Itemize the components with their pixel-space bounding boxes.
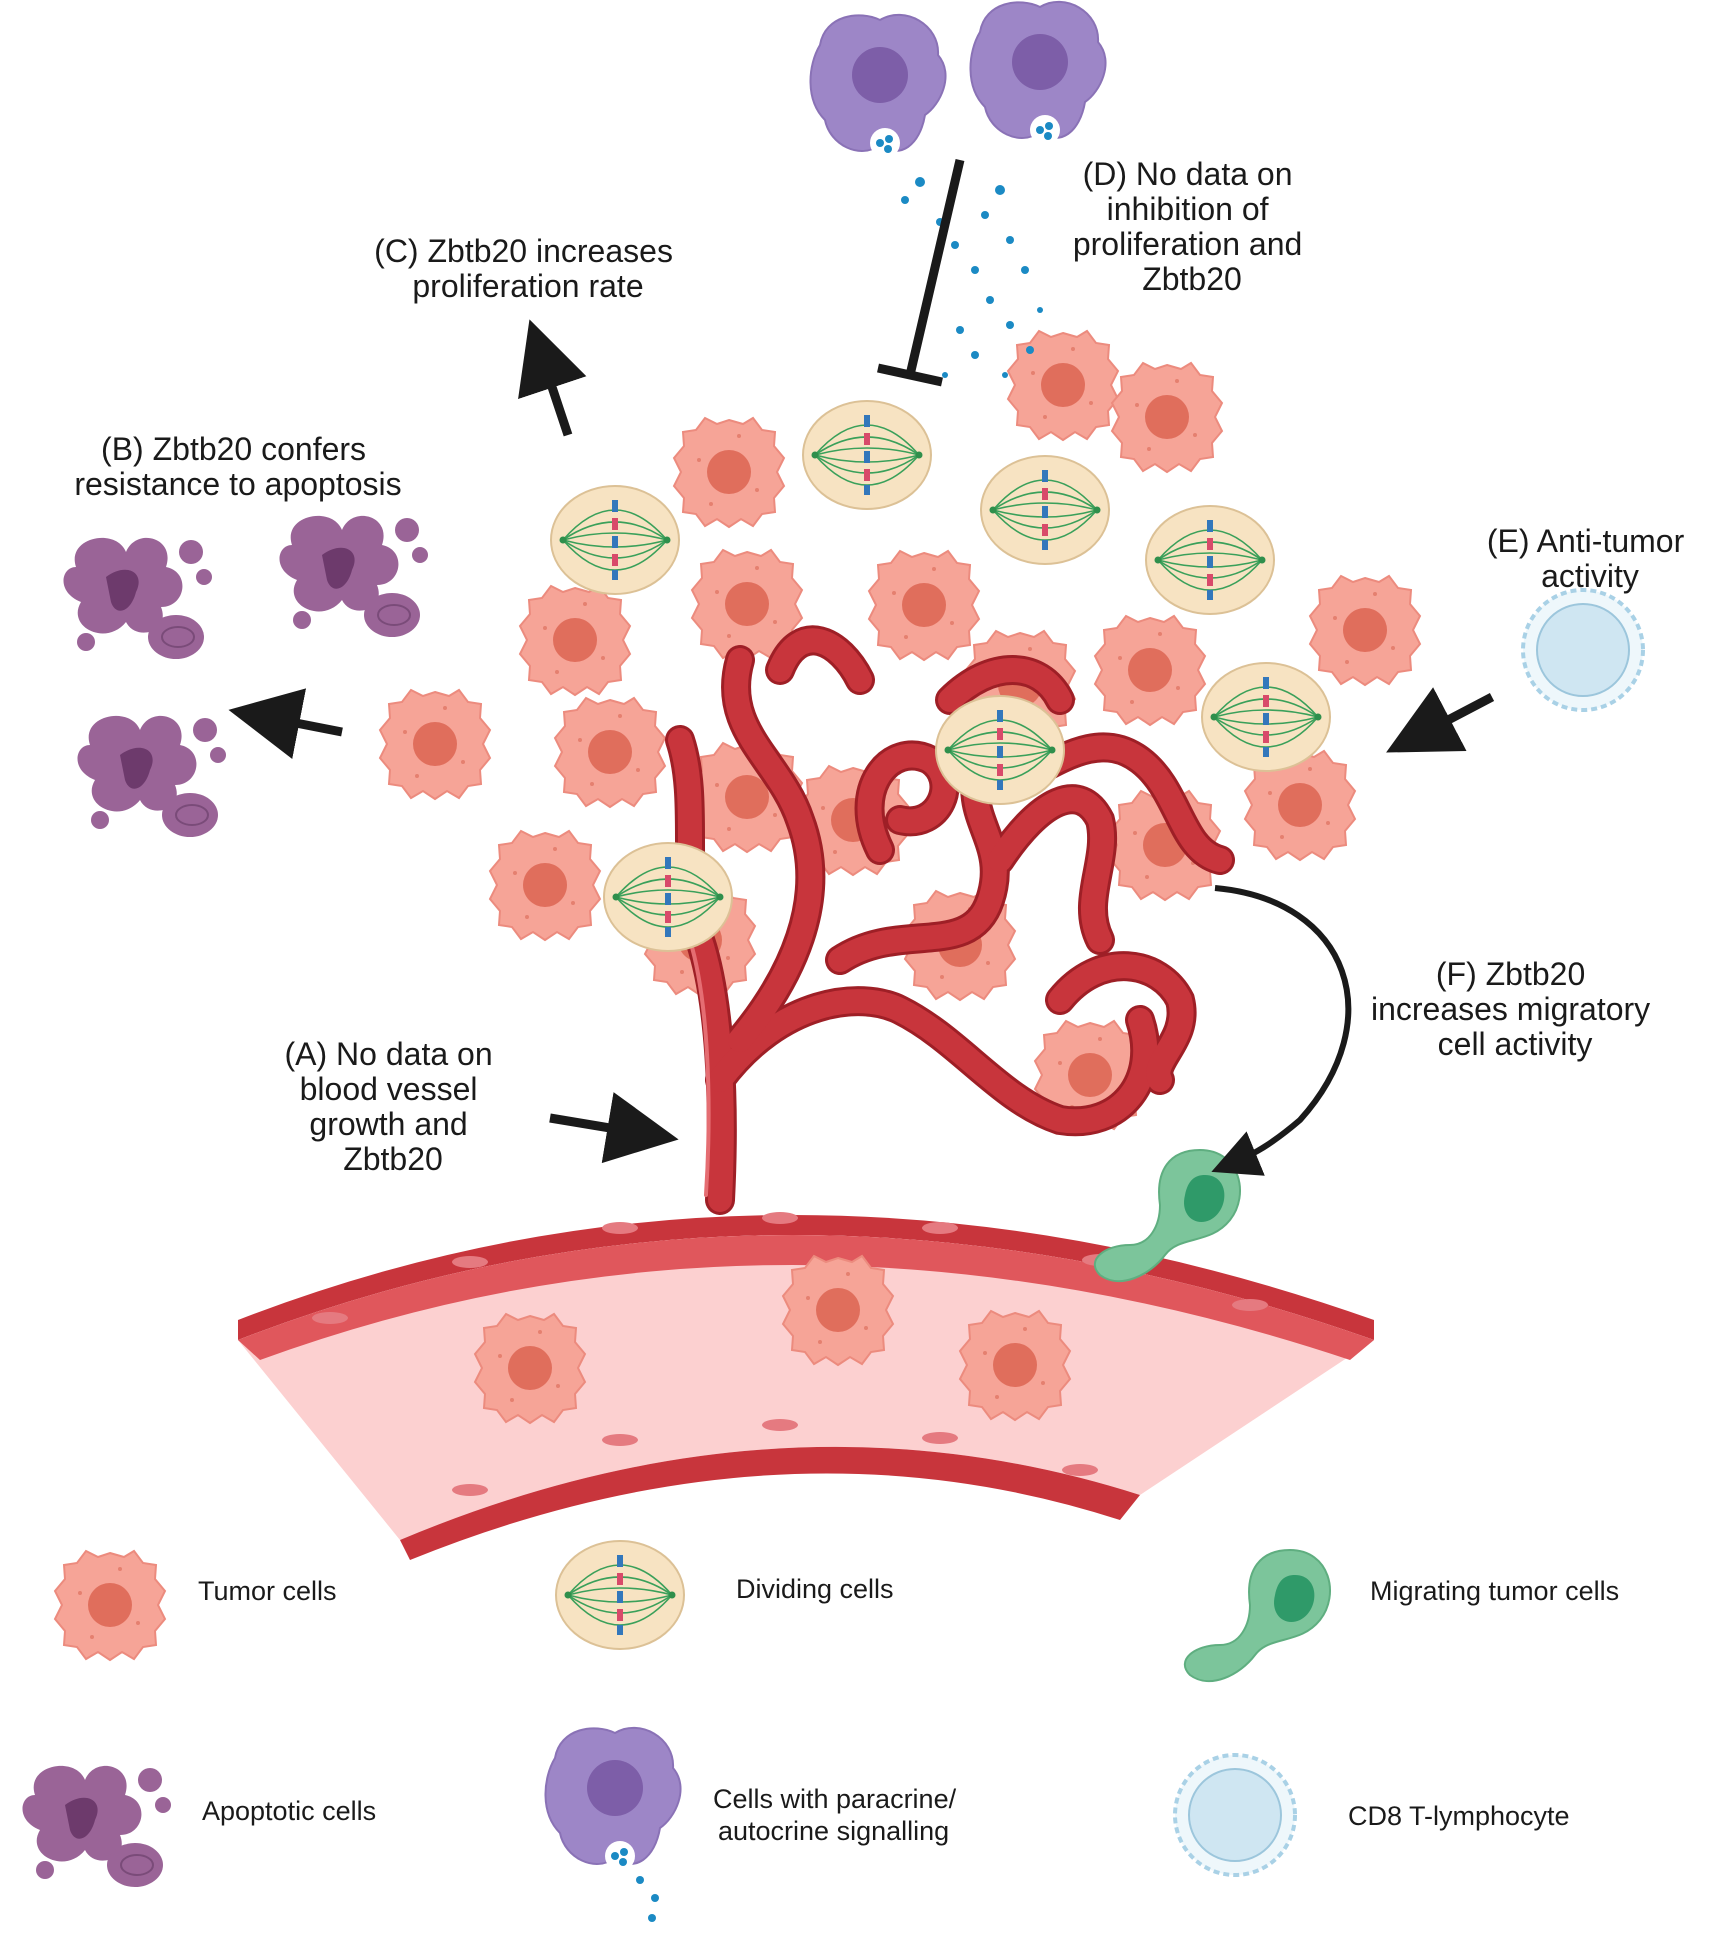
legend-paracrine-factors <box>636 1876 659 1922</box>
annotation-d-line: Zbtb20 <box>1142 261 1242 297</box>
annotation-b: (B) Zbtb20 confers resistance to apoptos… <box>74 431 401 502</box>
annotation-f-line: (F) Zbtb20 <box>1436 956 1585 992</box>
annotation-d-line: inhibition of <box>1107 191 1269 227</box>
annotation-e-line: activity <box>1541 558 1639 594</box>
arrow-proliferation <box>518 319 587 437</box>
inhibition-bar <box>877 158 965 387</box>
cd8-t-lymphocyte <box>1521 588 1645 712</box>
legend-migrating-icon <box>1183 1549 1331 1683</box>
annotation-a-line: blood vessel <box>300 1071 478 1107</box>
annotation-c: (C) Zbtb20 increases proliferation rate <box>374 233 682 304</box>
legend-cd8-icon <box>1173 1753 1297 1877</box>
annotation-f: (F) Zbtb20 increases migratory cell acti… <box>1371 956 1659 1062</box>
apoptotic-cell <box>76 714 227 838</box>
dividing-cell <box>935 695 1065 805</box>
annotation-b-line: resistance to apoptosis <box>74 466 401 502</box>
legend-paracrine-label: Cells with paracrine/ autocrine signalli… <box>713 1784 964 1846</box>
annotation-e-line: (E) Anti-tumor <box>1487 523 1685 559</box>
arrows <box>228 319 1495 1176</box>
annotation-f-line: increases migratory <box>1371 991 1650 1027</box>
secreted-factors <box>901 177 1043 378</box>
annotation-b-line: (B) Zbtb20 confers <box>101 431 366 467</box>
annotation-f-line: cell activity <box>1438 1026 1593 1062</box>
angiogenic-vessels <box>665 625 1235 1215</box>
legend-tumor-label: Tumor cells <box>198 1576 337 1606</box>
dividing-cell <box>1145 505 1275 615</box>
annotation-c-line: (C) Zbtb20 increases <box>374 233 673 269</box>
annotation-a-line: (A) No data on <box>285 1036 493 1072</box>
annotation-d-line: proliferation and <box>1073 226 1302 262</box>
arrow-to-apoptosis <box>228 688 343 759</box>
legend-apoptotic-icon <box>21 1764 172 1888</box>
legend-paracrine-line: Cells with paracrine/ <box>713 1784 957 1814</box>
annotation-a: (A) No data on blood vessel growth and Z… <box>285 1036 502 1177</box>
annotation-a-line: Zbtb20 <box>343 1141 443 1177</box>
paracrine-cell <box>969 0 1107 147</box>
annotation-e: (E) Anti-tumor activity <box>1487 523 1693 594</box>
paracrine-cell <box>809 13 947 160</box>
dividing-cell <box>550 485 680 595</box>
circulating-tumor-cell <box>782 1255 894 1366</box>
legend-apoptotic-label: Apoptotic cells <box>202 1796 376 1826</box>
legend-dividing-icon <box>555 1540 685 1650</box>
legend-migrating-label: Migrating tumor cells <box>1370 1576 1619 1606</box>
main-blood-vessel <box>238 1212 1374 1560</box>
dividing-cell <box>603 842 733 952</box>
dividing-cell <box>1201 662 1331 772</box>
legend-paracrine-line: autocrine signalling <box>718 1816 949 1846</box>
arrow-vessel-growth <box>549 1092 679 1164</box>
legend-tumor-icon <box>54 1550 166 1661</box>
circulating-tumor-cell <box>474 1313 586 1424</box>
circulating-tumor-cell <box>959 1310 1071 1421</box>
annotation-c-line: proliferation rate <box>412 268 643 304</box>
arrow-migration <box>1211 885 1352 1176</box>
apoptotic-cell <box>62 536 213 660</box>
annotation-d: (D) No data on inhibition of proliferati… <box>1073 156 1311 297</box>
legend: Tumor cells Dividing cells Migrating tum… <box>21 1540 1619 1922</box>
annotation-d-line: (D) No data on <box>1083 156 1293 192</box>
arrow-anti-tumor <box>1386 687 1495 753</box>
dividing-cell <box>802 400 932 510</box>
legend-paracrine-icon <box>544 1726 682 1872</box>
annotation-a-line: growth and <box>309 1106 467 1142</box>
legend-cd8-label: CD8 T-lymphocyte <box>1348 1801 1570 1831</box>
apoptotic-cell <box>278 514 429 638</box>
legend-dividing-label: Dividing cells <box>736 1574 894 1604</box>
dividing-cell <box>980 455 1110 565</box>
